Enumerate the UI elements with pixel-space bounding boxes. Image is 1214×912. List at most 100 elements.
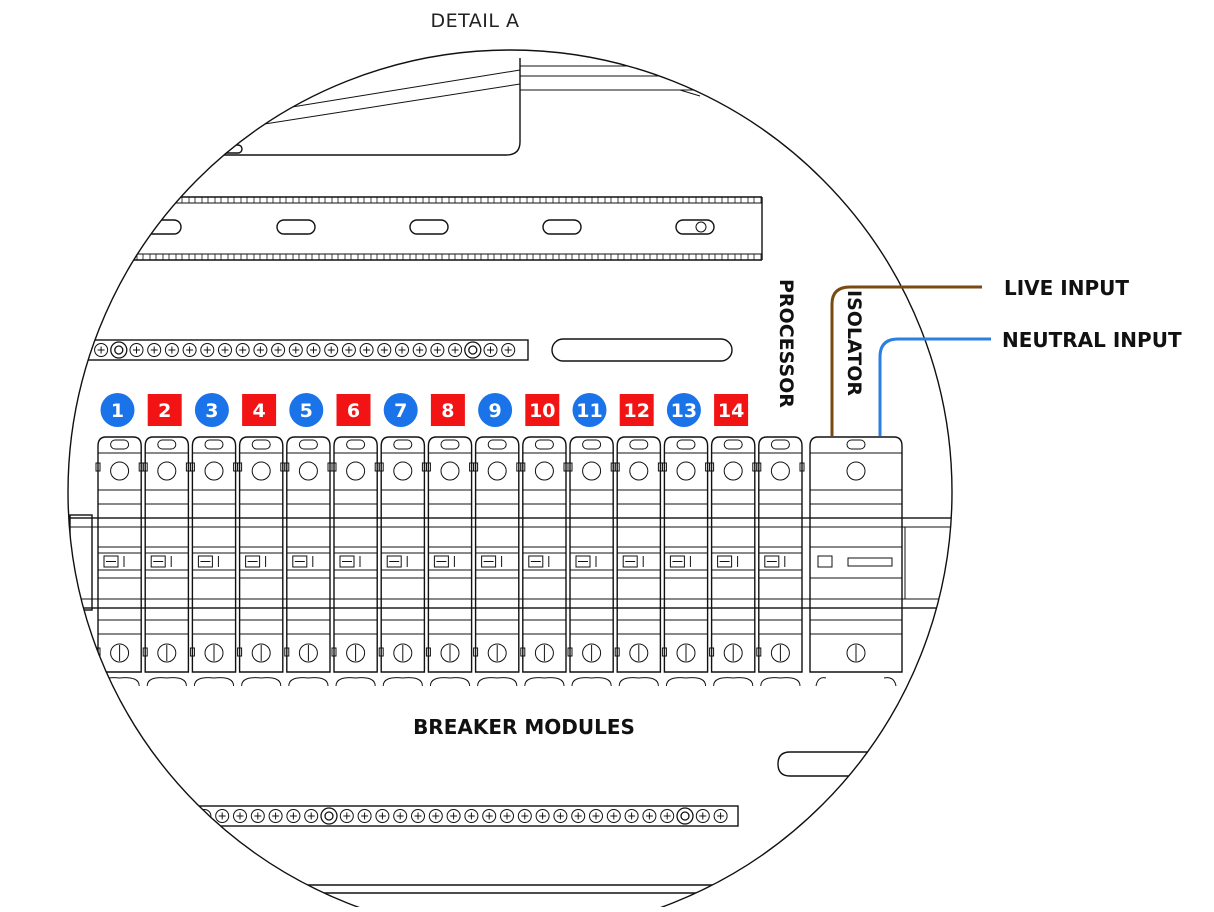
breaker-module [614, 436, 663, 687]
badge-circle [572, 393, 607, 427]
breaker-module [237, 436, 286, 687]
terminal-screw [164, 343, 179, 357]
terminal-screw [375, 809, 390, 823]
processor-label: PROCESSOR [775, 279, 797, 408]
badge-square [430, 394, 465, 426]
breaker-module [425, 436, 475, 687]
breaker-badge-10: 10 [525, 394, 560, 426]
badge-square [525, 394, 560, 426]
terminal-screw [68, 343, 73, 357]
live-input-label: LIVE INPUT [1004, 276, 1129, 300]
breaker-number: 1 [111, 400, 124, 422]
terminal-screw [446, 809, 461, 823]
terminal-screw [517, 809, 532, 823]
terminal-screw [306, 343, 321, 357]
badge-square [336, 394, 371, 426]
terminal-stud [676, 807, 694, 825]
terminal-screw [42, 344, 55, 357]
slotted-rail [100, 196, 763, 261]
terminal-screw [428, 809, 443, 823]
breaker-number: 2 [158, 400, 171, 422]
terminal-screw [695, 809, 710, 823]
breaker-badge-9: 9 [478, 393, 513, 427]
terminal-screw [144, 809, 158, 823]
terminal-screw [553, 809, 568, 823]
terminal-screw [235, 343, 250, 357]
terminal-screw [501, 343, 516, 357]
terminal-screw [483, 343, 498, 357]
terminal-screw [341, 343, 356, 357]
breaker-number: 11 [576, 400, 602, 422]
terminal-stud [464, 341, 482, 359]
badge-circle [289, 393, 324, 427]
breaker-module [95, 436, 144, 687]
breaker-module [661, 436, 711, 687]
breaker-badge-3: 3 [194, 393, 229, 427]
terminal-screw [147, 343, 162, 357]
breaker-number: 5 [300, 400, 313, 422]
terminal-screw [642, 809, 657, 823]
breaker-module [567, 436, 616, 687]
badge-circle [100, 393, 135, 427]
badge-circle [478, 393, 513, 427]
breaker-number: 7 [394, 400, 407, 422]
neutral-input-label: NEUTRAL INPUT [1002, 328, 1182, 352]
terminal-screw [288, 343, 303, 357]
breaker-number: 4 [252, 400, 265, 422]
detail-circle-outline [67, 49, 953, 912]
terminal-screw [500, 809, 514, 823]
breaker-badge-13: 13 [666, 393, 701, 427]
badge-square [619, 394, 654, 426]
terminal-stud [320, 807, 338, 825]
terminal-screw [571, 809, 586, 823]
isolator-label: ISOLATOR [843, 290, 865, 396]
terminal-screw [215, 809, 230, 823]
breaker-number: 13 [671, 400, 697, 422]
terminal-screw [233, 809, 247, 823]
breaker-badge-6: 6 [336, 394, 371, 426]
breaker-module [473, 436, 522, 687]
processor-module [756, 436, 805, 687]
badge-circle [666, 393, 701, 427]
terminal-screw [182, 343, 197, 357]
breaker-badge-4: 4 [242, 394, 277, 426]
terminal-screw [411, 809, 425, 823]
terminal-screw [76, 343, 91, 357]
terminal-screw [660, 809, 675, 823]
breaker-module [709, 436, 758, 687]
terminal-screw [286, 809, 301, 823]
breaker-number: 3 [205, 400, 218, 422]
terminal-screw [250, 809, 265, 823]
base-plate [68, 850, 952, 894]
breaker-modules-label: BREAKER MODULES [413, 715, 635, 739]
badge-square [242, 394, 277, 426]
top-chassis-panel [149, 58, 940, 156]
breaker-badge-7: 7 [383, 393, 418, 427]
left-side-components [69, 514, 93, 611]
breaker-badge-5: 5 [289, 393, 324, 427]
breaker-number: 9 [488, 400, 501, 422]
breaker-badge-2: 2 [147, 394, 182, 426]
live-input-wire [830, 285, 982, 436]
terminal-screw [395, 343, 409, 357]
terminal-screw [412, 343, 427, 357]
terminal-screw [218, 343, 232, 357]
terminal-screw [393, 809, 408, 823]
terminal-screw [268, 809, 283, 823]
breaker-module [378, 436, 427, 687]
terminal-screw [482, 809, 497, 823]
breaker-badge-8: 8 [430, 394, 465, 426]
terminal-screw [324, 343, 339, 357]
breaker-badge-14: 14 [714, 394, 749, 426]
terminal-screw [161, 809, 176, 823]
breaker-module [284, 436, 333, 687]
detail-circle-content [42, 58, 952, 894]
terminal-screw [606, 809, 621, 823]
terminal-screw [535, 809, 550, 823]
terminal-screw [464, 809, 479, 823]
breaker-number: 6 [347, 400, 360, 422]
terminal-screw [94, 343, 109, 357]
breaker-badge-12: 12 [619, 394, 654, 426]
